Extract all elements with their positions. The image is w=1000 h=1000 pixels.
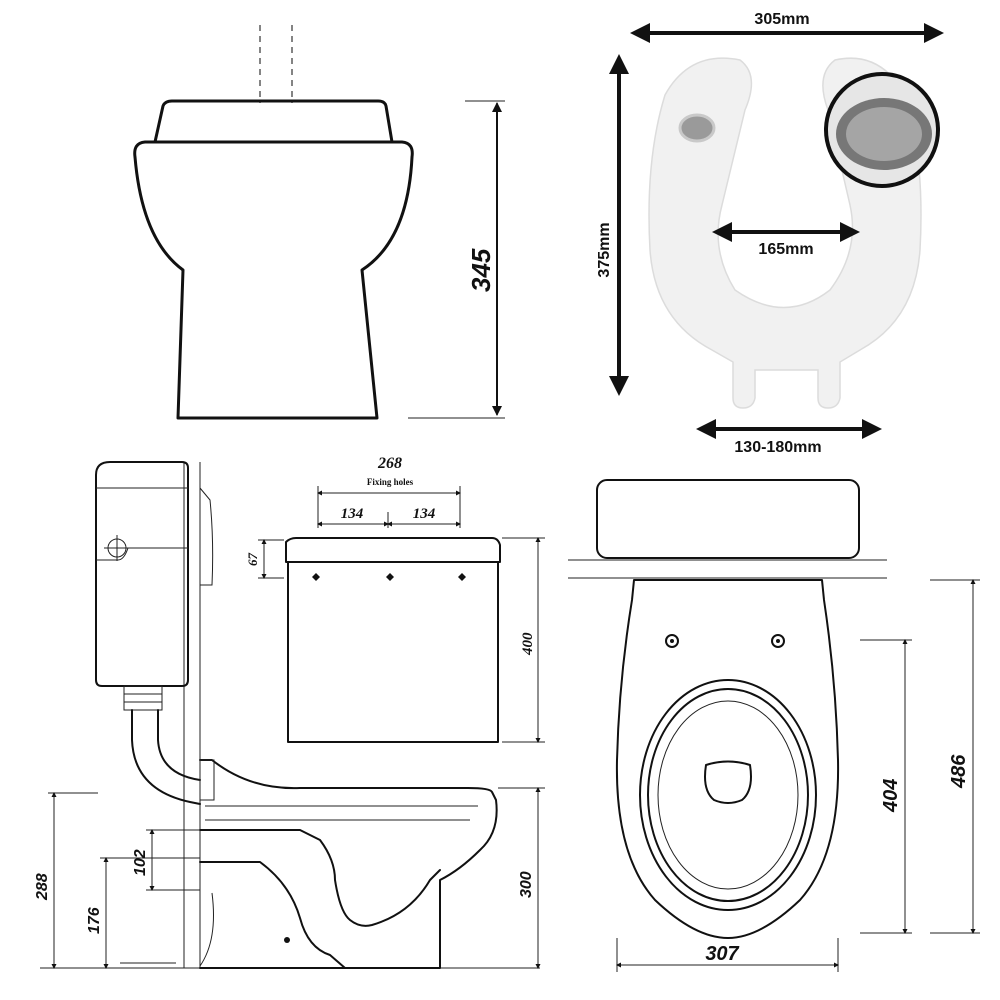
cistern-width-label: 268: [377, 455, 402, 472]
seat-height-label: 375mm: [596, 222, 613, 277]
outlet-height-label: 102: [132, 849, 149, 876]
side-cistern: [95, 461, 189, 687]
bowl-height-label: 300: [518, 871, 535, 898]
fixing-holes-label: Fixing holes: [367, 477, 414, 487]
bumper-pad: [678, 113, 716, 143]
top-width-label: 307: [705, 943, 739, 965]
side-view: 268 Fixing holes 134 134 67 400 288 176 …: [34, 455, 545, 969]
side-bowl: [199, 759, 498, 969]
cistern-front: [285, 537, 501, 563]
seat-photo: 305mm 375mm 165mm 130-180mm: [596, 11, 944, 456]
front-height-label: 345: [466, 248, 496, 292]
seat-hinge-label: 130-180mm: [734, 439, 821, 456]
flush-pipe: [131, 709, 201, 805]
total-length-label: 486: [948, 754, 970, 789]
total-height-label: 288: [34, 873, 51, 901]
floor-outlet-label: 176: [86, 907, 103, 934]
hole-spacing-left: 134: [341, 506, 364, 522]
inner-length-label: 404: [880, 779, 902, 813]
hole-spacing-right: 134: [413, 506, 436, 522]
zoom-bumper-pad: [846, 107, 922, 161]
lid-height-label: 67: [245, 553, 260, 567]
top-cistern: [596, 479, 860, 559]
top-bowl-outline: [615, 579, 840, 939]
top-drain: [704, 760, 752, 804]
bowl-outline: [133, 140, 414, 420]
cistern-front-body: [287, 561, 499, 743]
seat-opening-label: 165mm: [758, 241, 813, 258]
cistern-top: [153, 99, 394, 144]
cistern-height-label: 400: [520, 632, 536, 656]
front-view: 345: [133, 25, 505, 420]
seat-width-label: 305mm: [754, 11, 809, 28]
top-view: 404 486 307: [568, 479, 980, 972]
